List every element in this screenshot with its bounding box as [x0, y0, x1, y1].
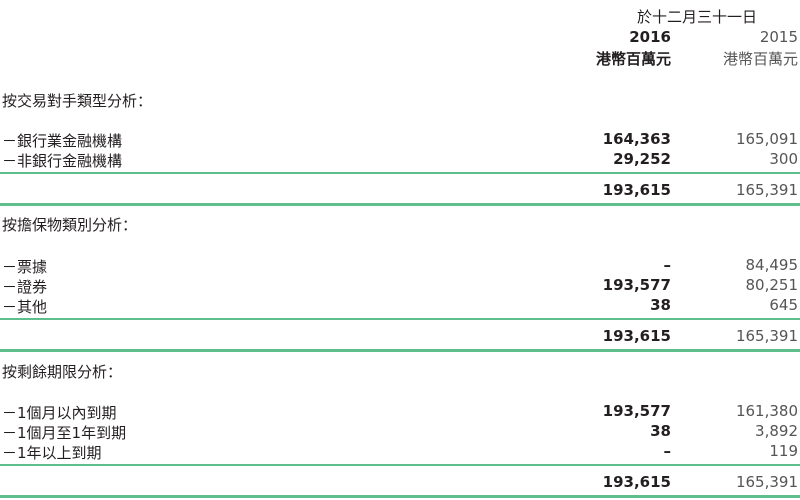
section-title-maturity: 按剩餘期限分析： — [2, 363, 123, 381]
row-label: －票據 — [2, 258, 48, 276]
divider — [0, 172, 800, 174]
row-label: －非銀行金融機構 — [2, 152, 123, 170]
total-prior-value: 165,391 — [735, 327, 798, 345]
total-divider — [0, 349, 800, 352]
row-prior-value: 161,380 — [735, 402, 798, 420]
table-row: －1個月以內到期 193,577 161,380 — [0, 402, 800, 422]
row-current-value: 29,252 — [613, 150, 671, 168]
total-divider — [0, 203, 800, 206]
row-current-value: 38 — [650, 422, 671, 440]
row-current-value: – — [663, 256, 672, 274]
section-title-collateral: 按擔保物類別分析： — [2, 216, 138, 234]
row-label: －其他 — [2, 298, 48, 316]
row-label: －1年以上到期 — [2, 444, 102, 462]
row-label: －1個月以內到期 — [2, 404, 117, 422]
total-prior-value: 165,391 — [735, 181, 798, 199]
table-row: －證券 193,577 80,251 — [0, 276, 800, 296]
table-row: －1個月至1年到期 38 3,892 — [0, 422, 800, 442]
total-row: 193,615 165,391 — [0, 473, 800, 493]
total-current-value: 193,615 — [602, 327, 671, 345]
table-row: －1年以上到期 – 119 — [0, 442, 800, 462]
row-current-value: 164,363 — [602, 130, 671, 148]
row-label: －證券 — [2, 278, 48, 296]
divider — [0, 464, 800, 466]
total-prior-value: 165,391 — [735, 473, 798, 491]
divider — [0, 318, 800, 320]
row-prior-value: 80,251 — [745, 276, 799, 294]
row-current-value: – — [663, 442, 672, 460]
prior-unit-header: 港幣百萬元 — [722, 50, 798, 68]
row-prior-value: 84,495 — [745, 256, 799, 274]
row-label: －銀行業金融機構 — [2, 132, 123, 150]
row-prior-value: 645 — [769, 296, 798, 314]
row-prior-value: 165,091 — [735, 130, 798, 148]
prior-year-header: 2015 — [759, 28, 798, 46]
total-current-value: 193,615 — [602, 181, 671, 199]
section-title-counterparty: 按交易對手類型分析： — [2, 92, 153, 110]
current-year-header: 2016 — [629, 28, 671, 46]
row-prior-value: 119 — [769, 442, 798, 460]
row-current-value: 193,577 — [602, 402, 671, 420]
row-label: －1個月至1年到期 — [2, 424, 127, 442]
total-row: 193,615 165,391 — [0, 181, 800, 201]
total-row: 193,615 165,391 — [0, 327, 800, 347]
table-row: －非銀行金融機構 29,252 300 — [0, 150, 800, 170]
row-prior-value: 3,892 — [755, 422, 798, 440]
period-header: 於十二月三十一日 — [636, 8, 757, 26]
table-row: －票據 – 84,495 — [0, 256, 800, 276]
row-prior-value: 300 — [769, 150, 798, 168]
current-unit-header: 港幣百萬元 — [595, 50, 671, 68]
total-current-value: 193,615 — [602, 473, 671, 491]
table-row: －銀行業金融機構 164,363 165,091 — [0, 130, 800, 150]
table-row: －其他 38 645 — [0, 296, 800, 316]
row-current-value: 38 — [650, 296, 671, 314]
total-divider — [0, 495, 800, 498]
row-current-value: 193,577 — [602, 276, 671, 294]
